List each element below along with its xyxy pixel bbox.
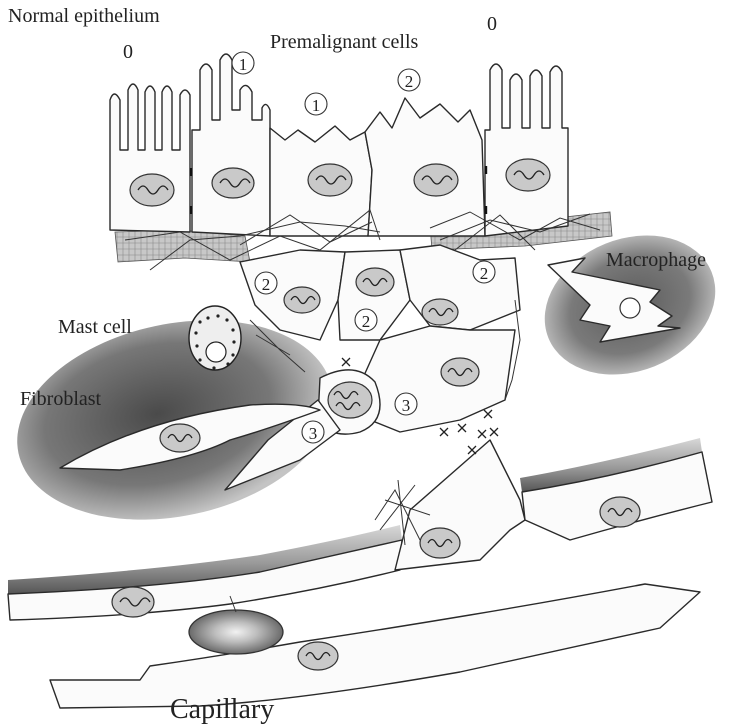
stage-2-a: 2 xyxy=(262,275,271,294)
stage-1-b: 1 xyxy=(312,96,321,115)
red-blood-cell xyxy=(189,610,283,654)
label-mast-cell: Mast cell xyxy=(58,316,132,338)
premalignant-cell-2 xyxy=(365,98,485,236)
stage-2-c: 2 xyxy=(480,264,489,283)
stage-0-right: 0 xyxy=(487,13,497,35)
stage-3-b: 3 xyxy=(309,424,318,443)
normal-epithelium-left xyxy=(110,84,190,232)
stage-2-top: 2 xyxy=(405,72,414,91)
label-normal-epithelium: Normal epithelium xyxy=(8,5,160,27)
invasion-front-cell xyxy=(395,440,525,570)
label-premalignant-cells: Premalignant cells xyxy=(270,31,419,53)
normal-epithelium-cell-2 xyxy=(192,54,270,236)
stage-1-a: 1 xyxy=(239,55,248,74)
label-capillary: Capillary xyxy=(170,694,274,725)
stage-3-a: 3 xyxy=(402,396,411,415)
normal-epithelium-right xyxy=(485,64,568,236)
stage-0-left: 0 xyxy=(123,41,133,63)
stage-2-b: 2 xyxy=(362,312,371,331)
mast-cell xyxy=(189,306,241,370)
label-fibroblast: Fibroblast xyxy=(20,388,102,410)
label-macrophage: Macrophage xyxy=(606,249,706,271)
premalignant-cell-1 xyxy=(270,126,372,236)
